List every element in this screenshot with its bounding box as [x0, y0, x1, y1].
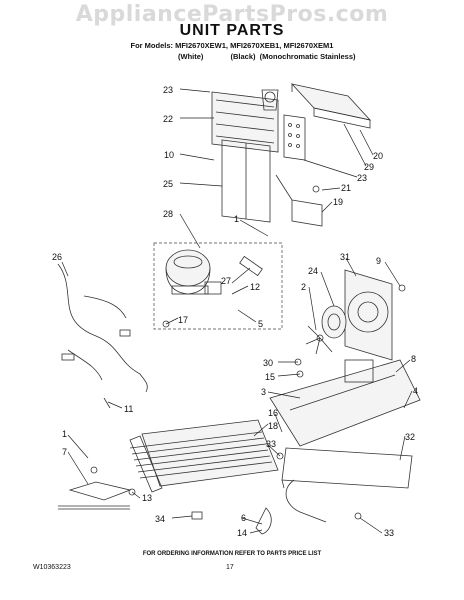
callout-34: 34 [155, 514, 165, 524]
callout-3: 3 [261, 387, 266, 397]
callout-26: 26 [52, 252, 62, 262]
drain-tube [285, 479, 327, 523]
callout-30: 30 [263, 358, 273, 368]
callout-24: 24 [308, 266, 318, 276]
callout-5: 5 [258, 319, 263, 329]
callout-9: 9 [376, 256, 381, 266]
heat-exchanger [283, 114, 306, 161]
callout-1-left: 1 [62, 429, 67, 439]
callout-11: 11 [124, 404, 133, 414]
callout-23-right: 23 [357, 173, 367, 183]
callout-33-bottom: 33 [384, 528, 394, 538]
finishes-line: (White) (Black) (Monochromatic Stainless… [178, 52, 356, 61]
callout-1-top: 1 [234, 214, 239, 224]
callout-7: 7 [62, 447, 67, 457]
callout-28: 28 [163, 209, 173, 219]
watermark: AppliancePartsPros.com [75, 2, 389, 27]
fan-shroud [344, 269, 393, 361]
page-title: UNIT PARTS [179, 22, 285, 39]
callout-18: 18 [268, 421, 278, 431]
mounting-bracket [275, 174, 323, 227]
machine-compartment-base [269, 359, 421, 447]
callout-8: 8 [411, 354, 416, 364]
models-line: For Models: MFI2670XEW1, MFI2670XEB1, MF… [130, 41, 334, 50]
cord-and-strip [58, 466, 132, 510]
callout-4: 4 [413, 386, 418, 396]
compressor [165, 249, 263, 295]
callout-17: 17 [178, 315, 188, 325]
condenser-assembly [211, 89, 279, 223]
callout-23: 23 [163, 85, 173, 95]
callout-22: 22 [163, 114, 173, 124]
callout-19: 19 [333, 197, 343, 207]
callout-labels: 23 22 10 25 28 1 26 27 12 17 5 11 1 7 13… [52, 85, 418, 538]
callout-20: 20 [373, 151, 383, 161]
callout-27: 27 [221, 276, 231, 286]
condenser-coil-lower [129, 419, 279, 493]
callout-16: 16 [268, 408, 278, 418]
callout-29: 29 [364, 162, 374, 172]
callout-13: 13 [142, 493, 152, 503]
ordering-note: FOR ORDERING INFORMATION REFER TO PARTS … [142, 551, 322, 557]
fan-motor [321, 305, 347, 339]
callout-12: 12 [250, 282, 260, 292]
document-number: W10363223 [33, 564, 71, 571]
callout-10: 10 [164, 150, 174, 160]
callout-33-mid: 33 [266, 439, 276, 449]
callout-6: 6 [241, 513, 246, 523]
callout-2: 2 [301, 282, 306, 292]
callout-31: 31 [340, 252, 350, 262]
callout-25: 25 [163, 179, 173, 189]
callout-15: 15 [265, 372, 275, 382]
drain-pan [281, 447, 413, 489]
upper-duct [290, 83, 372, 129]
callout-14: 14 [237, 528, 247, 538]
callout-21: 21 [341, 183, 351, 193]
leader-lines [61, 88, 413, 534]
fan-blade [305, 325, 333, 355]
wire-harness [57, 263, 148, 393]
callout-32: 32 [405, 432, 415, 442]
page-number: 17 [226, 564, 234, 571]
compressor-box [153, 242, 283, 330]
